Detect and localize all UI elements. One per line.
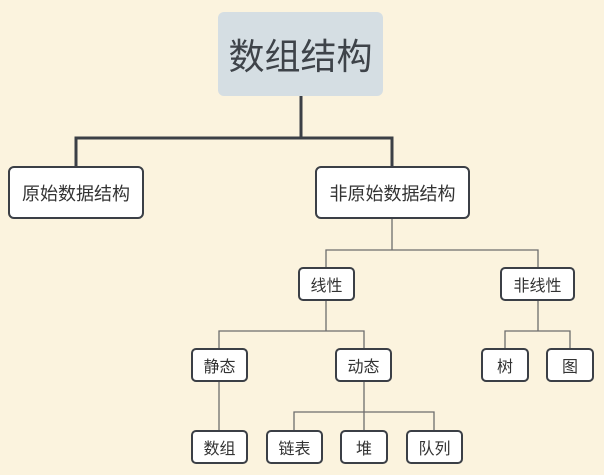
- node-static[interactable]: 静态: [191, 348, 248, 382]
- connector-nonprimitive-to-level2: [325, 219, 539, 267]
- node-graph[interactable]: 图: [546, 348, 594, 382]
- connector-dynamic-to-level4: [293, 382, 435, 430]
- node-dynamic[interactable]: 动态: [335, 348, 392, 382]
- node-non-linear[interactable]: 非线性: [500, 267, 575, 301]
- root-node[interactable]: 数组结构: [218, 12, 383, 96]
- node-queue[interactable]: 队列: [406, 430, 463, 464]
- connector-root-to-level1: [74, 96, 394, 166]
- node-non-primitive-data-structure[interactable]: 非原始数据结构: [315, 166, 470, 219]
- node-linked-list[interactable]: 链表: [266, 430, 323, 464]
- node-heap[interactable]: 堆: [340, 430, 388, 464]
- node-array[interactable]: 数组: [191, 430, 248, 464]
- connector-nonlinear-to-level3: [504, 301, 571, 348]
- node-primitive-data-structure[interactable]: 原始数据结构: [8, 166, 144, 219]
- node-linear[interactable]: 线性: [298, 267, 355, 301]
- node-tree[interactable]: 树: [481, 348, 529, 382]
- connector-linear-to-level3: [218, 301, 365, 348]
